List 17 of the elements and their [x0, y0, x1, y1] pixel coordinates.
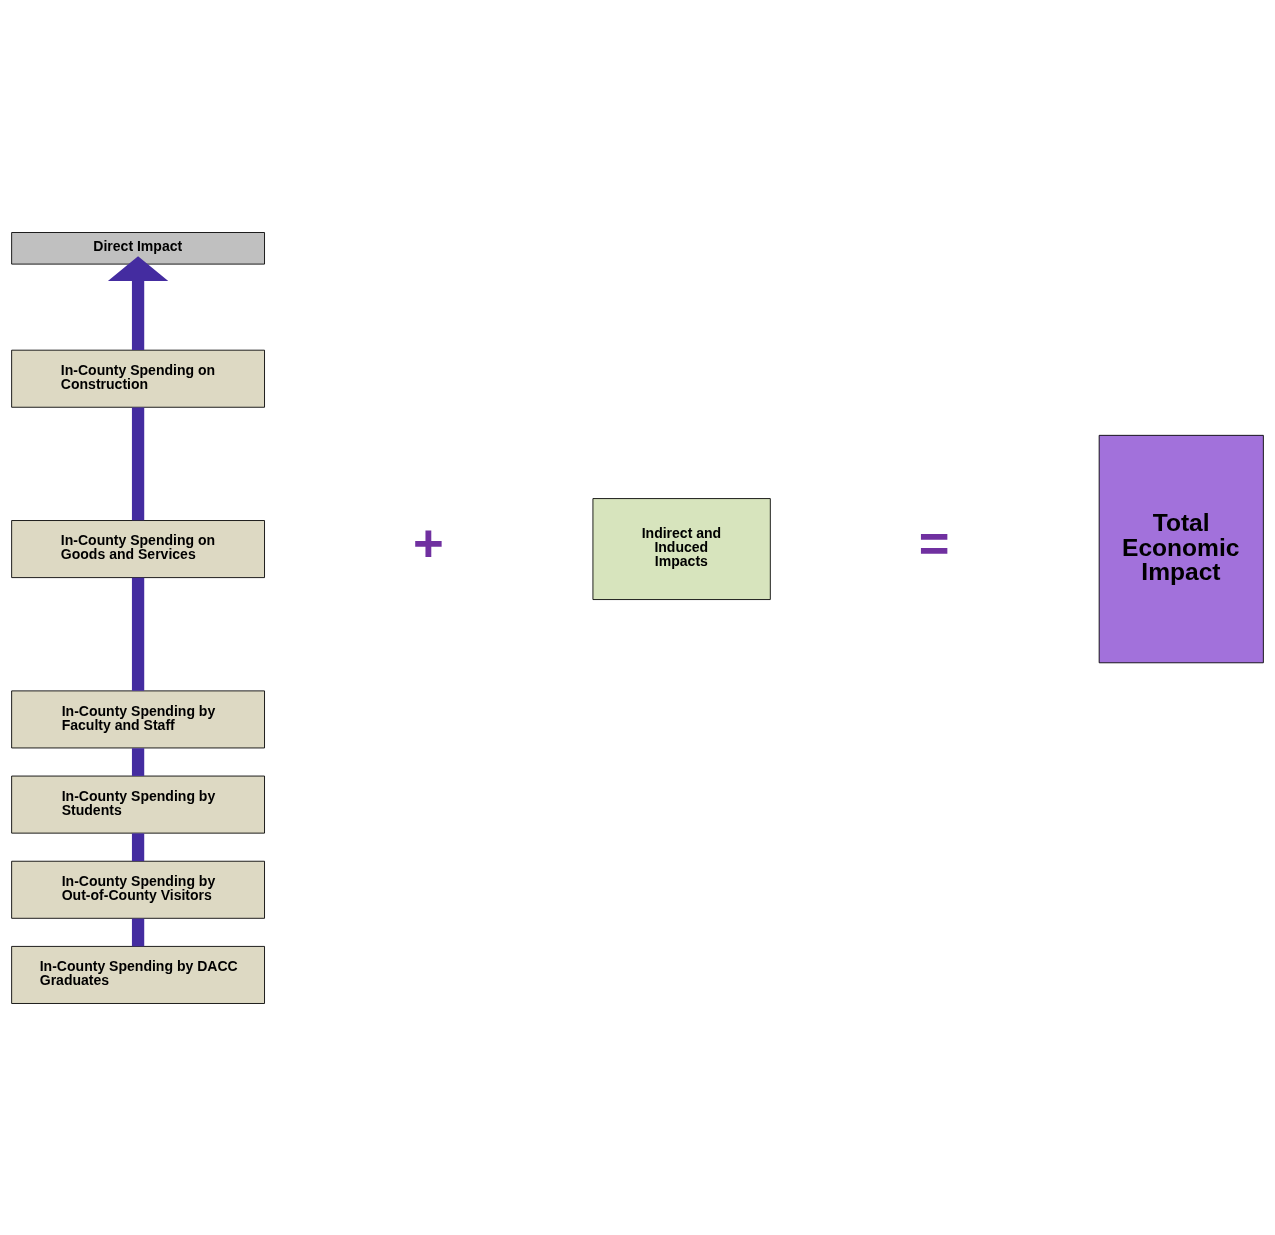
connector [131, 918, 145, 946]
arrow [107, 255, 169, 350]
node-box: In-County Spending by Students [11, 775, 265, 834]
node-box: In-County Spending by DACC Graduates [11, 945, 265, 1004]
node-box: In-County Spending by Faculty and Staff [11, 689, 265, 748]
label: = [918, 512, 950, 572]
node-box: Total Economic Impact [1098, 434, 1264, 663]
node-box: Indirect and Induced Impacts [592, 497, 771, 600]
node-box: In-County Spending on Goods and Services [11, 519, 265, 578]
node-box: Direct Impact [11, 231, 265, 265]
label: + [412, 512, 444, 572]
connector [131, 577, 145, 691]
connector [131, 406, 145, 520]
connector [131, 832, 145, 861]
node-box: In-County Spending by Out-of-County Visitors [11, 860, 265, 919]
connector [131, 747, 145, 776]
node-box: In-County Spending on Construction [11, 349, 265, 408]
